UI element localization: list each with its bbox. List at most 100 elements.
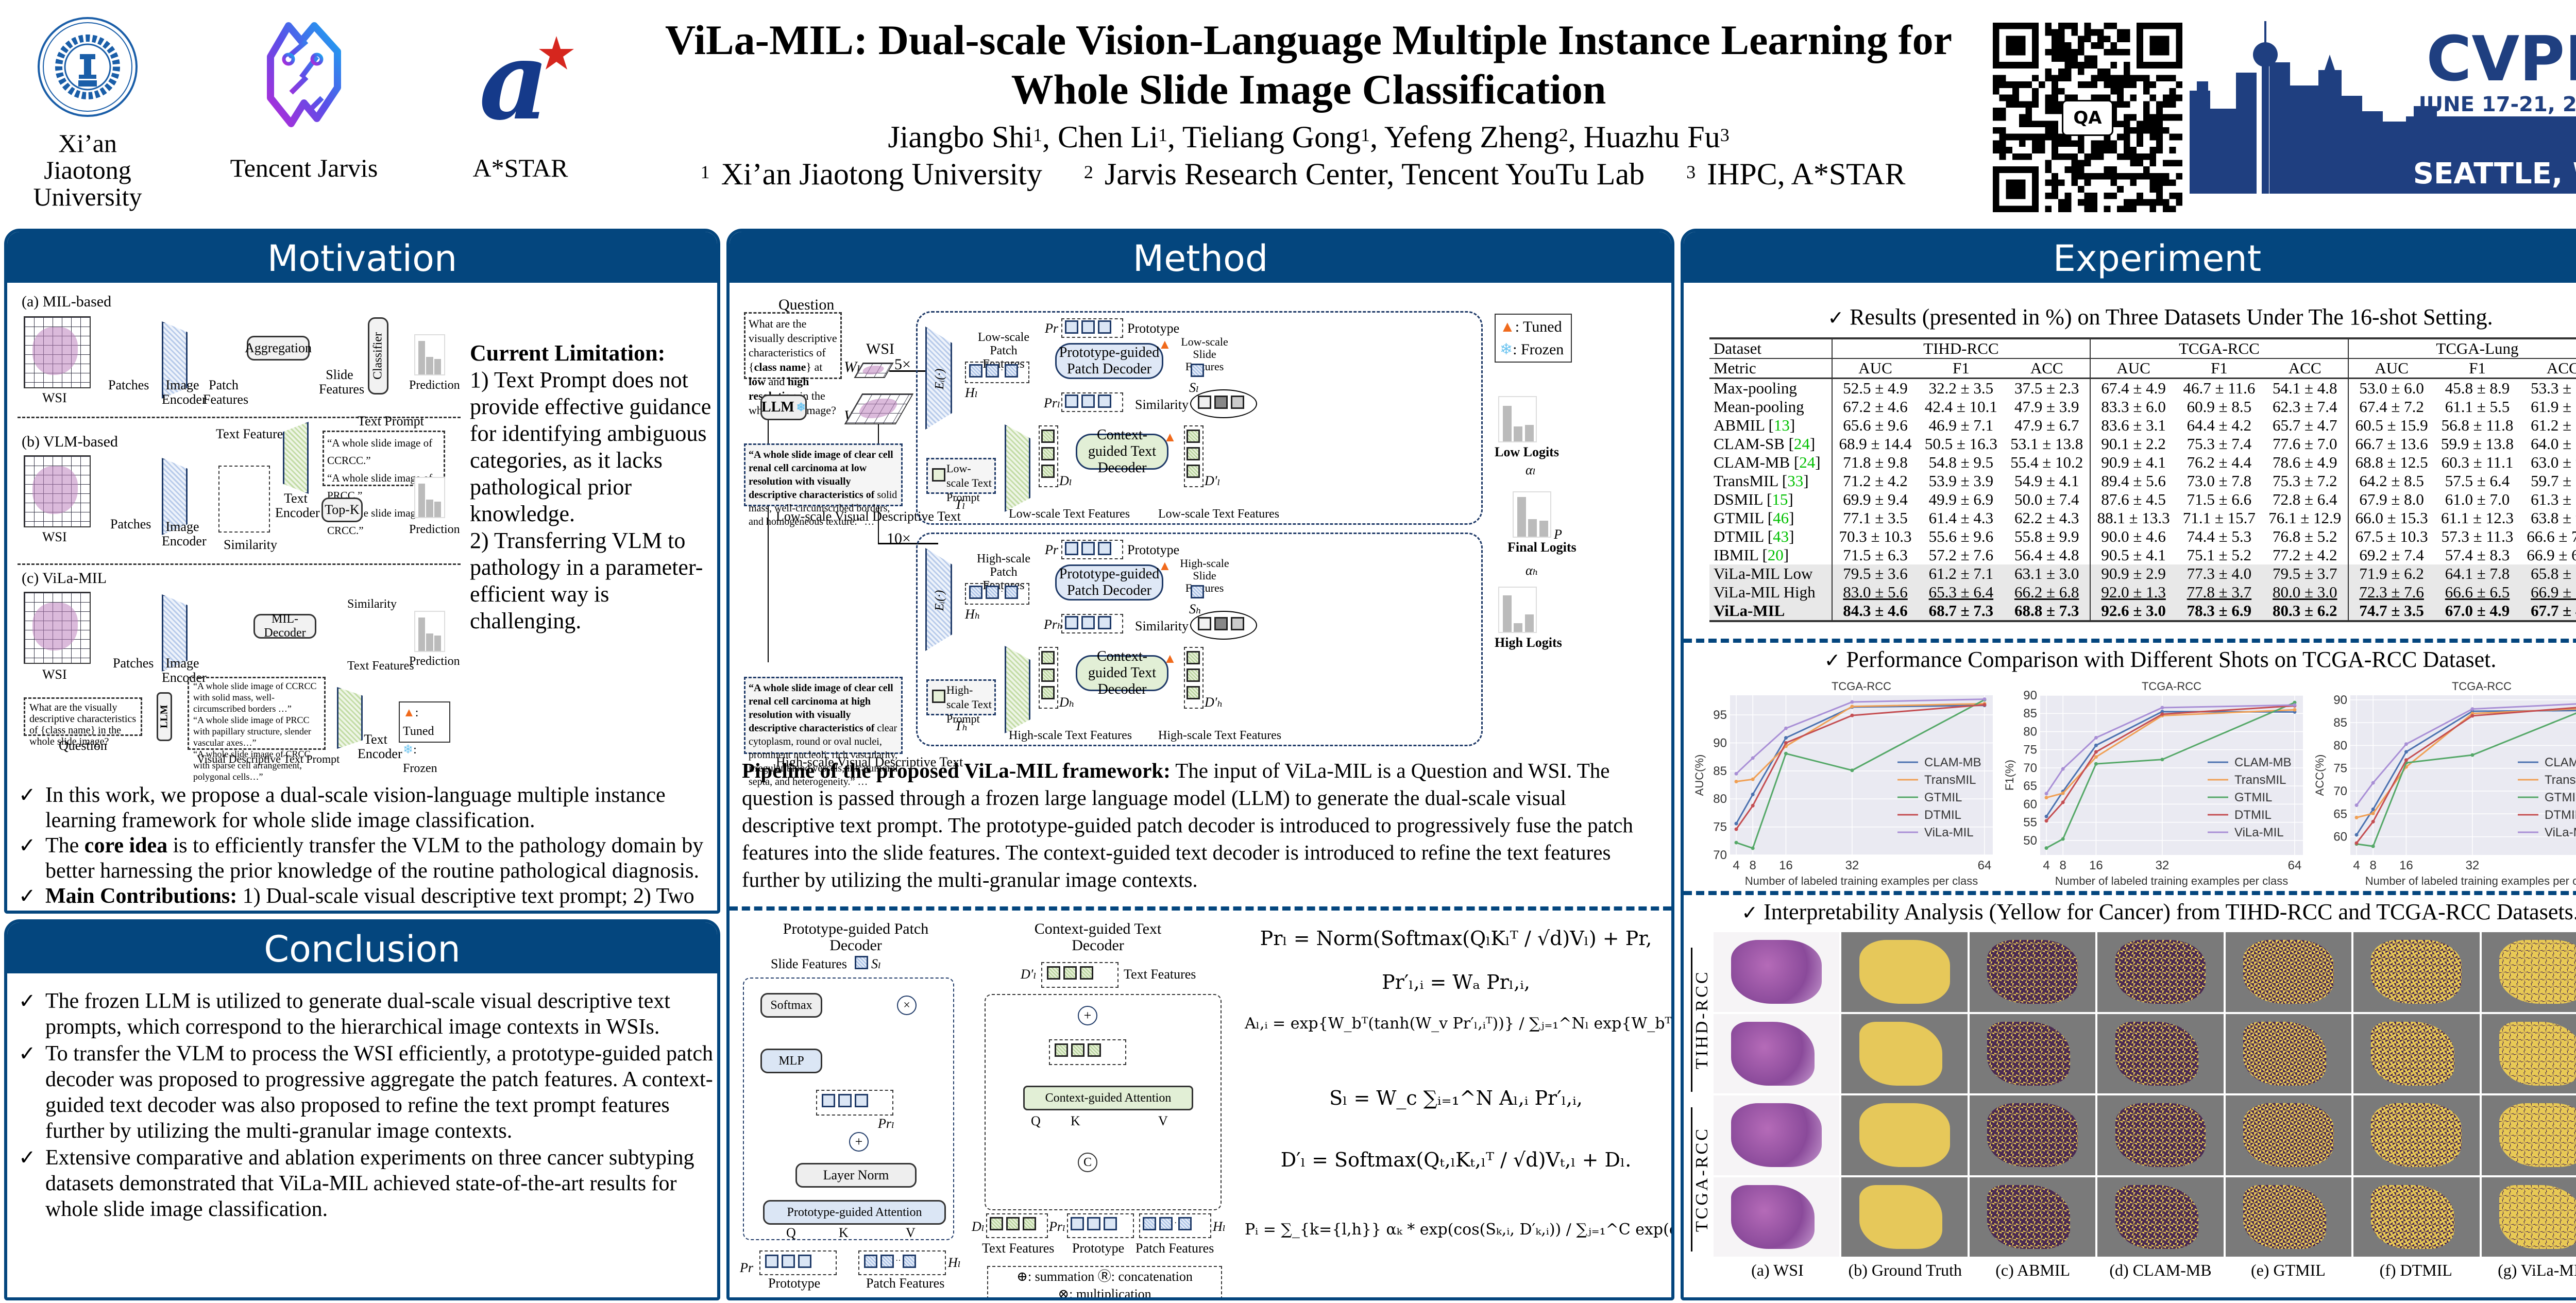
data-point	[1734, 821, 1738, 826]
qr-code[interactable]: QA	[1993, 23, 2182, 212]
prototype-patch-decoder[interactable]: Prototype-guided Patch Decoder	[1055, 343, 1163, 379]
dataset-header: Dataset	[1709, 337, 1832, 359]
table-cell: 37.5 ± 2.3	[2014, 379, 2079, 397]
table-cell: 67.4 ± 7.2	[2347, 398, 2435, 416]
k-label: K	[839, 1225, 849, 1240]
table-cell: 56.4 ± 4.8	[2014, 546, 2079, 564]
k-label: K	[1071, 1113, 1080, 1128]
logo-astar: a A*STAR	[443, 10, 598, 181]
method-name: IBMIL [20]	[1714, 546, 1789, 564]
legend-label: DTMIL	[1924, 808, 1961, 822]
mil-decoder-box: MIL-Decoder	[253, 612, 316, 640]
method-panel: Method Question What are the visually de…	[726, 229, 1674, 1300]
citation-link[interactable]: 24	[1793, 435, 1810, 453]
table-cell: 52.5 ± 4.9	[1831, 378, 1919, 398]
interp-row-labels: TIHD-RCC TCGA-RCC	[1691, 932, 1711, 1251]
cvpr-logo: CVPR JUNE 17-21, 2024 SEATTLE, WA	[2190, 19, 2576, 194]
table-cell: 55.6 ± 9.6	[1928, 527, 1994, 545]
text-tokens	[986, 1213, 1048, 1238]
citation-link[interactable]: 24	[1799, 453, 1816, 471]
metric-col: ACC	[2262, 358, 2348, 379]
table-cell: 68.8 ± 7.3	[2004, 602, 2090, 622]
table-cell: 77.1 ± 3.5	[1831, 509, 1919, 527]
slide-features-label: High-scale Slide Features	[1180, 557, 1229, 594]
wsi-thumbnail	[24, 455, 91, 527]
hl-label: Hₗ	[948, 1255, 961, 1270]
context-attention-box: Context-guided Attention	[1023, 1086, 1193, 1110]
question-label: Question	[59, 738, 107, 753]
motivation-figure: (a) MIL-based WSI Patches Image Encoder …	[7, 285, 717, 911]
equation-prl: Prₗ = Norm(Softmax(QₗKₗᵀ / √d)Vₗ) + Pr,	[1260, 927, 1652, 950]
prototype-patch-decoder[interactable]: Prototype-guided Patch Decoder	[1055, 564, 1163, 601]
citation-link[interactable]: 46	[1773, 509, 1789, 527]
context-text-decoder[interactable]: Context-guided Text Decoder	[1076, 648, 1168, 697]
aggregation-box: Aggregation	[245, 336, 312, 361]
table-cell: 65.6 ± 9.6	[1831, 416, 1919, 435]
table-cell: 60.9 ± 8.5	[2187, 398, 2252, 416]
table-cell: 76.2 ± 4.4	[2187, 453, 2252, 471]
motivation-bullet: Main Contributions: 1) Dual-scale visual…	[14, 884, 715, 911]
data-point	[1784, 751, 1788, 756]
qr-qa-badge: QA	[2062, 100, 2113, 136]
table-cell: 83.3 ± 6.0	[2089, 398, 2177, 416]
y-tick-label: 85	[2023, 707, 2037, 721]
table-cell: 79.5 ± 3.6	[1831, 564, 1919, 583]
table-cell: 89.4 ± 5.6	[2089, 472, 2177, 490]
svg-text:a: a	[479, 21, 549, 134]
llm-box: LLM❄	[760, 395, 807, 420]
citation-link[interactable]: 20	[1767, 546, 1784, 564]
data-point	[2354, 841, 2359, 845]
citation-link[interactable]: 15	[1772, 490, 1788, 508]
interp-column-label: (f) DTMIL	[2379, 1261, 2452, 1279]
data-point	[2404, 742, 2408, 746]
metric-col: AUC	[2089, 358, 2177, 379]
conclusion-bullet: The frozen LLM is utilized to generate d…	[14, 988, 715, 1040]
experiment-divider	[1684, 639, 2576, 643]
similarity-ellipse	[1190, 611, 1257, 640]
fig-label-c: (c) ViLa-MIL	[22, 570, 107, 587]
table-cell: 53.0 ± 6.0	[2347, 378, 2435, 398]
table-cell: 63.1 ± 3.0	[2004, 564, 2090, 583]
llm-box: LLM	[157, 692, 172, 741]
y-tick-label: 65	[2023, 779, 2037, 793]
interp-column-label: (a) WSI	[1751, 1261, 1804, 1279]
cvpr-wordmark: CVPR	[2426, 24, 2576, 95]
citation-link[interactable]: 13	[1773, 416, 1790, 434]
alpha-h-label: αₕ	[1526, 563, 1538, 578]
data-point	[1982, 697, 1987, 701]
data-point	[1751, 777, 1755, 781]
data-point	[2371, 807, 2375, 811]
legend-label: GTMIL	[2545, 791, 2576, 804]
flame-icon: ▲	[1163, 430, 1177, 444]
method-title: Method	[730, 232, 1671, 285]
logit-bar	[1503, 406, 1512, 441]
motivation-bullets: In this work, we propose a dual-scale vi…	[14, 783, 715, 911]
scaled-prototype-tokens	[1061, 392, 1123, 412]
decoder-frame	[985, 994, 1222, 1210]
x-tick-label: 64	[2288, 859, 2302, 872]
prototype-tokens	[759, 1250, 837, 1275]
data-point	[1850, 768, 1854, 773]
flame-icon: ▲	[1158, 337, 1172, 352]
table-cell: 66.2 ± 6.8	[2004, 583, 2090, 602]
legend-label: TransMIL	[2545, 773, 2576, 787]
prl-tokens	[816, 1090, 893, 1116]
data-point	[1734, 841, 1738, 845]
refined-text-tokens	[1184, 425, 1204, 487]
context-text-decoder[interactable]: Context-guided Text Decoder	[1076, 427, 1168, 476]
x-tick-label: 4	[2043, 859, 2049, 872]
citation-link[interactable]: 33	[1787, 472, 1804, 490]
table-cell: 78.6 ± 4.9	[2273, 453, 2337, 471]
y-axis-label: ACC(%)	[2313, 755, 2326, 796]
prompt-item: “A whole slide image of CCRCC with solid…	[193, 681, 317, 714]
legend-label: ViLa-MIL	[2234, 826, 2284, 839]
prediction-label: Prediction	[409, 379, 460, 392]
wsi-label: WSI	[42, 529, 67, 544]
data-point	[1734, 771, 1738, 776]
logit-bar	[1514, 426, 1523, 441]
data-point	[2470, 714, 2475, 718]
prediction-label: Prediction	[409, 655, 460, 668]
citation-link[interactable]: 43	[1773, 527, 1789, 545]
classifier-box: Classifier	[368, 317, 388, 395]
